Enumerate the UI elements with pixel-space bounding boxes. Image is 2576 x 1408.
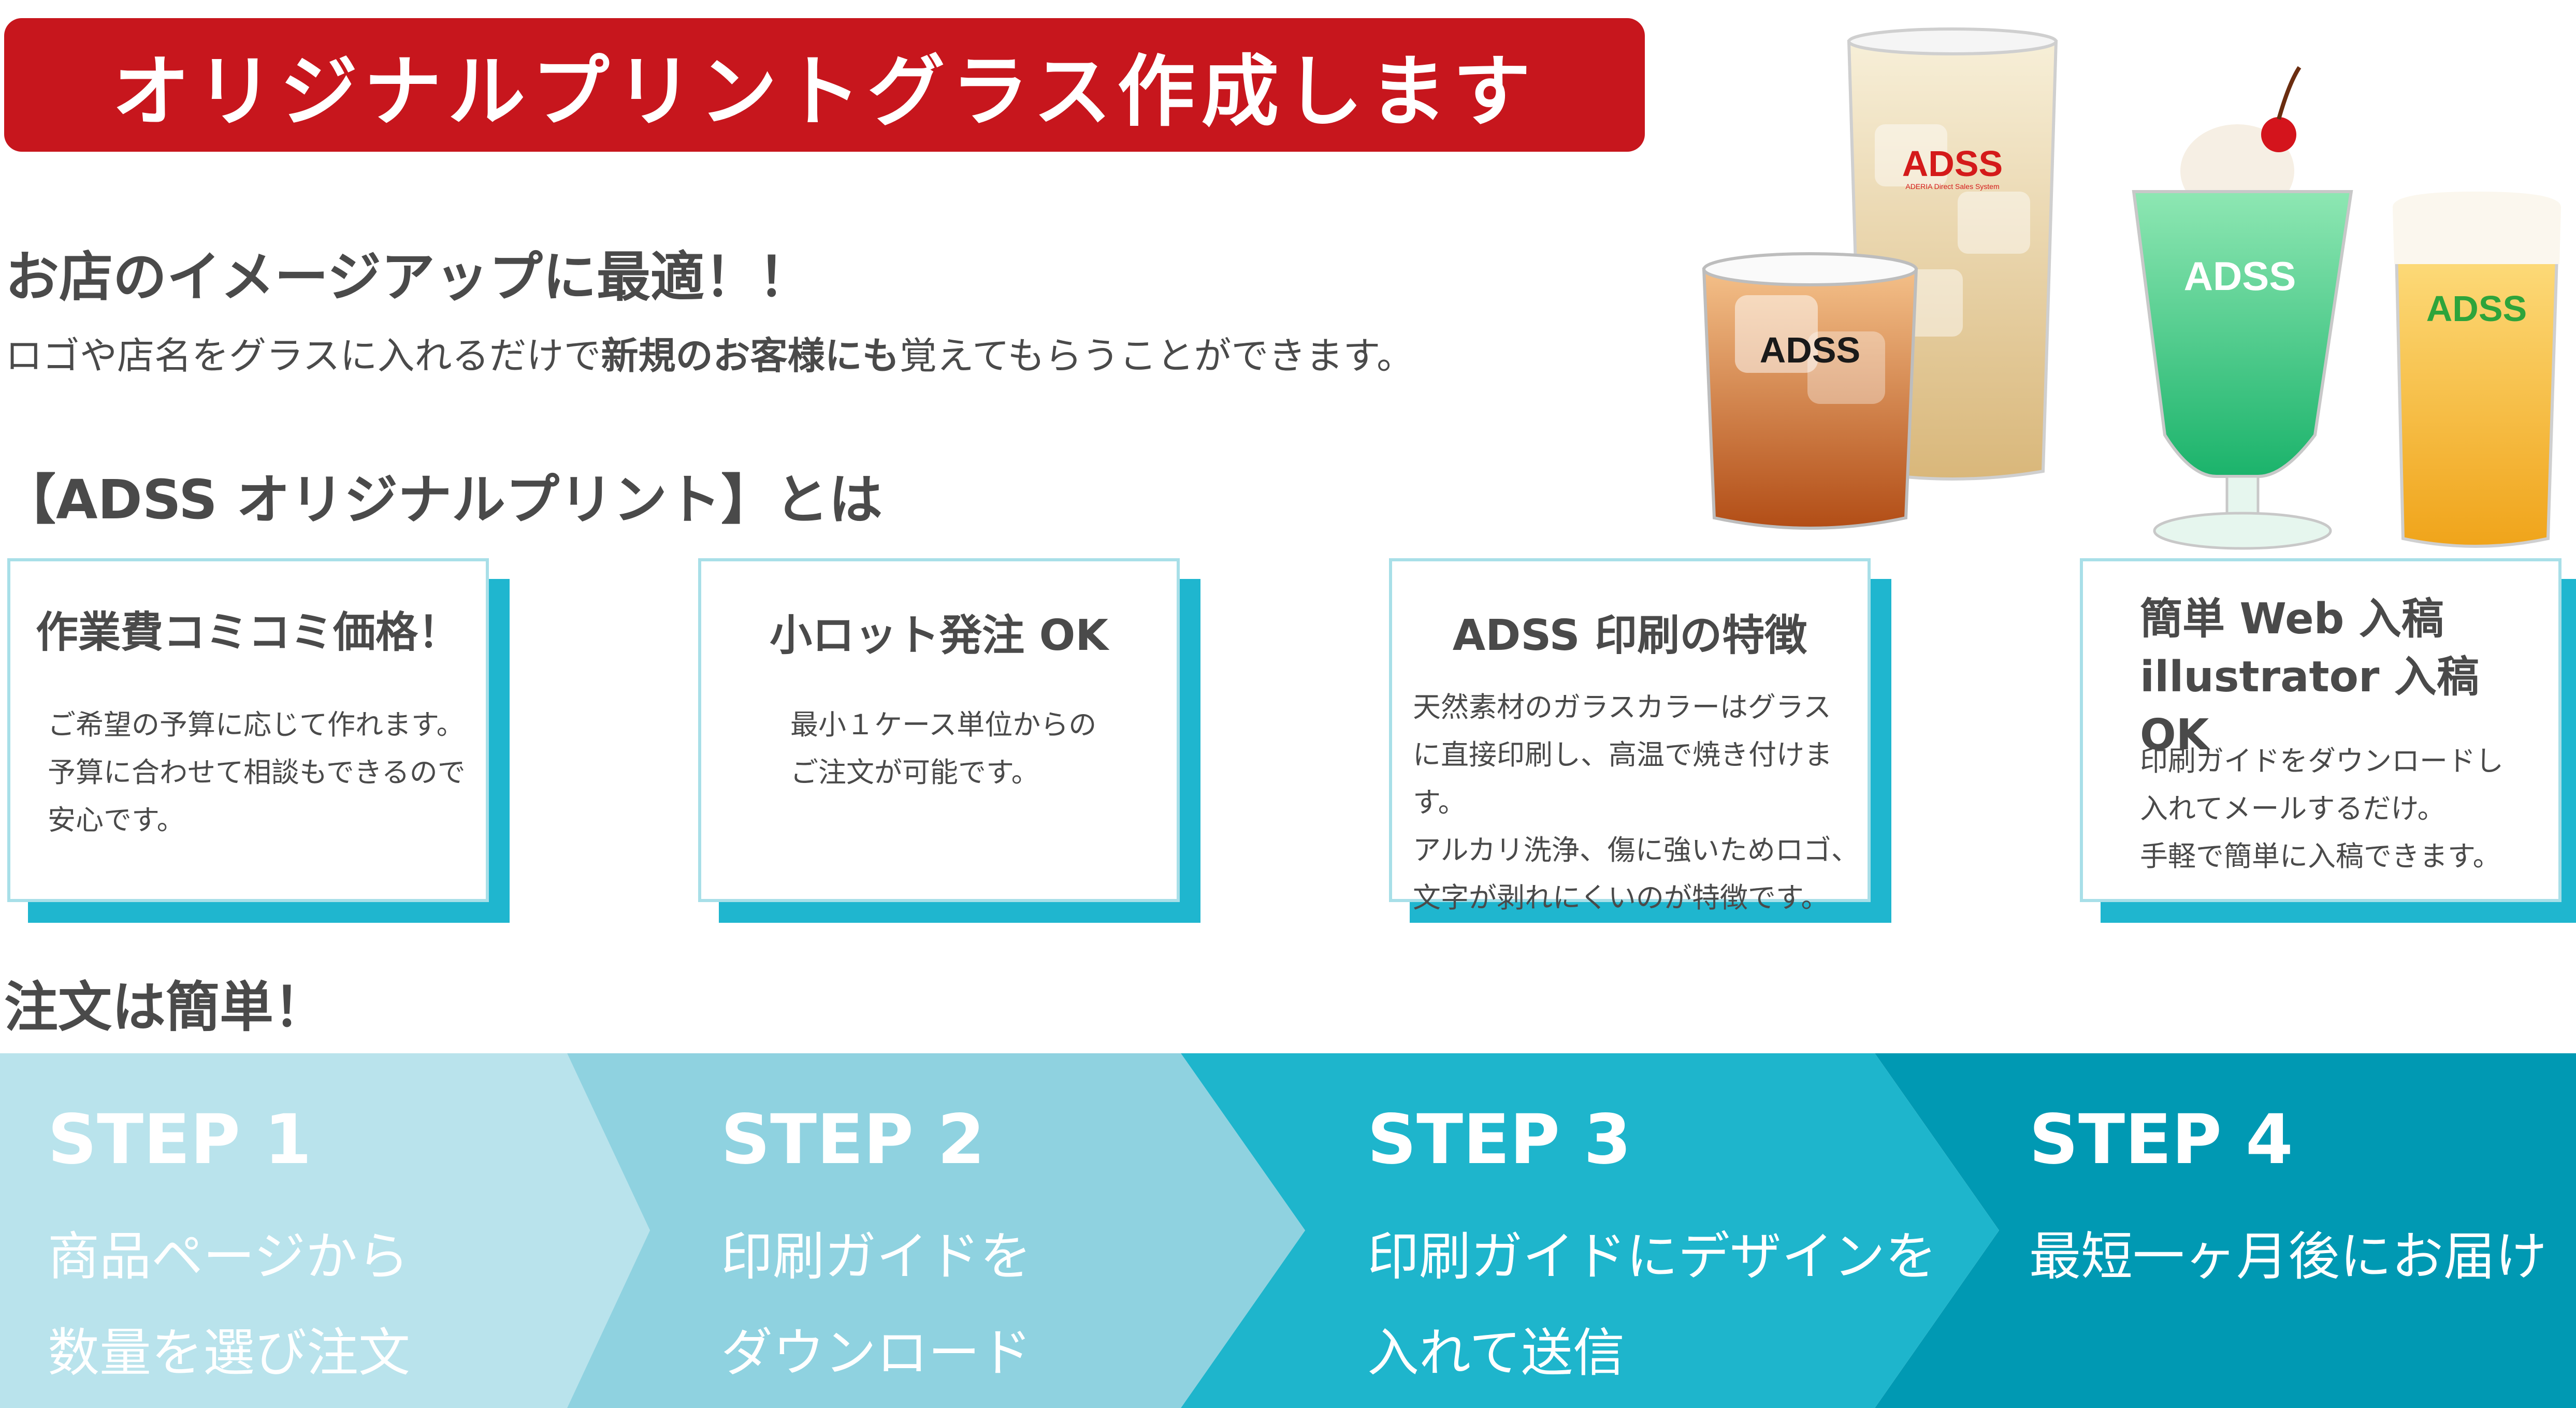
- banner-title: オリジナルプリントグラス作成します: [112, 47, 1537, 137]
- card-body: 天然素材のガラスカラーはグラス に直接印刷し、高温で焼き付けます。 アルカリ洗浄…: [1413, 691, 1859, 914]
- step-2-arrow: [567, 1053, 1305, 1408]
- step-4-arrow: [1875, 1053, 2576, 1408]
- tall-glass-logo-sub: ADERIA Direct Sales System: [1905, 182, 1999, 191]
- steps-arrows: [0, 1053, 2576, 1408]
- card-title: 作業費コミコミ価格！: [35, 608, 460, 657]
- desc-bold: 新規のお客様にも: [601, 334, 900, 378]
- card-body: 印刷ガイドをダウンロードし 入れてメールするだけ。 手軽で簡単に入稿できます。: [2140, 745, 2503, 873]
- card-panel: 小ロット発注 OK 最小１ケース単位からの ご注文が可能です。: [698, 558, 1180, 902]
- beer-glass: ADSS: [2393, 192, 2561, 548]
- step-1-label: STEP 1: [48, 1100, 312, 1180]
- step-3-arrow: [1181, 1053, 1999, 1408]
- rock-glass-logo: ADSS: [1760, 330, 1860, 370]
- step-2-label: STEP 2: [721, 1100, 985, 1180]
- intro-description: ロゴや店名をグラスに入れるだけで新規のお客様にも覚えてもらうことができます。: [5, 325, 1414, 380]
- desc-prefix: ロゴや店名をグラスに入れるだけで: [5, 334, 601, 378]
- glasses-illustration: ADSS ADERIA Direct Sales System ADSS ADS…: [1702, 27, 2561, 550]
- rock-glass: ADSS: [1702, 252, 1918, 530]
- step-1-text: 商品ページから 数量を選び注文: [48, 1226, 410, 1383]
- card-body: 最小１ケース単位からの ご注文が可能です。: [790, 708, 1097, 789]
- desc-suffix: 覚えてもらうことができます。: [899, 334, 1414, 378]
- card-title: 小ロット発注 OK: [770, 611, 1108, 660]
- step-3-text: 印刷ガイドにデザインを 入れて送信: [1367, 1226, 1937, 1383]
- float-glass: ADSS: [2132, 66, 2353, 550]
- step-2-text: 印刷ガイドを ダウンロード: [721, 1226, 1032, 1383]
- about-heading: 【ADSS オリジナルプリント】とは: [2, 468, 883, 531]
- step-4-text: 最短一ヶ月後にお届け: [2029, 1226, 2547, 1287]
- step-1-arrow: [0, 1053, 650, 1408]
- float-glass-logo: ADSS: [2184, 253, 2296, 299]
- title-banner: オリジナルプリントグラス作成します: [4, 18, 1645, 152]
- feature-card-small-lot: 小ロット発注 OK 最小１ケース単位からの ご注文が可能です。: [698, 558, 1200, 923]
- card-panel: 作業費コミコミ価格！ ご希望の予算に応じて作れます。 予算に合わせて相談もできる…: [7, 558, 489, 902]
- feature-card-web: 簡単 Web 入稿 illustrator 入稿 OK 印刷ガイドをダウンロード…: [2080, 558, 2576, 923]
- feature-card-price: 作業費コミコミ価格！ ご希望の予算に応じて作れます。 予算に合わせて相談もできる…: [7, 558, 510, 923]
- intro-heading: お店のイメージアップに最適！！: [5, 245, 812, 309]
- step-4-label: STEP 4: [2029, 1100, 2293, 1180]
- card-title: 簡単 Web 入稿 illustrator 入稿 OK: [2140, 594, 2479, 760]
- steps-band: STEP 1 商品ページから 数量を選び注文 STEP 2 印刷ガイドを ダウン…: [0, 1053, 2576, 1408]
- card-title: ADSS 印刷の特徴: [1452, 611, 1807, 660]
- card-body: ご希望の予算に応じて作れます。 予算に合わせて相談もできるので 安心です。: [48, 708, 466, 836]
- feature-card-print: ADSS 印刷の特徴 天然素材のガラスカラーはグラス に直接印刷し、高温で焼き付…: [1389, 558, 1891, 923]
- card-panel: ADSS 印刷の特徴 天然素材のガラスカラーはグラス に直接印刷し、高温で焼き付…: [1389, 558, 1871, 914]
- card-panel: 簡単 Web 入稿 illustrator 入稿 OK 印刷ガイドをダウンロード…: [2080, 558, 2561, 902]
- step-3-label: STEP 3: [1367, 1100, 1631, 1180]
- beer-glass-logo: ADSS: [2426, 288, 2527, 329]
- cherry: [2261, 117, 2296, 152]
- tall-glass-logo: ADSS: [1902, 143, 2003, 184]
- order-heading: 注文は簡単！: [4, 976, 328, 1039]
